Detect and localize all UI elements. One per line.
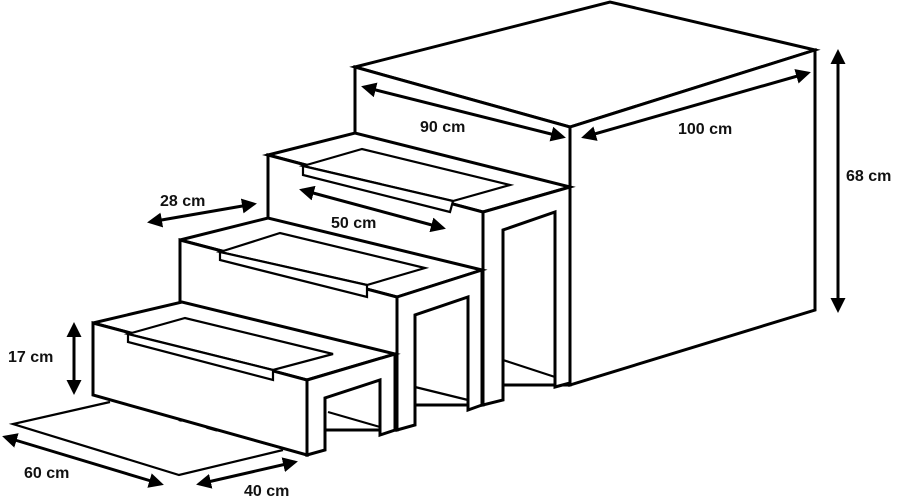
label-100cm: 100 cm: [678, 121, 732, 138]
label-90cm: 90 cm: [420, 119, 465, 136]
arrow-60cm: [2, 433, 164, 488]
step-1: [91, 300, 401, 457]
label-17cm: 17 cm: [8, 349, 53, 366]
label-28cm: 28 cm: [160, 193, 205, 210]
arrow-90cm: [361, 82, 566, 142]
label-40cm: 40 cm: [244, 483, 289, 496]
arrow-40cm: [196, 457, 298, 489]
arrow-50cm: [299, 185, 446, 233]
arrow-28cm: [147, 198, 257, 228]
label-50cm: 50 cm: [331, 215, 376, 232]
label-60cm: 60 cm: [24, 465, 69, 482]
arrow-100cm: [581, 69, 811, 141]
label-68cm: 68 cm: [846, 168, 891, 185]
